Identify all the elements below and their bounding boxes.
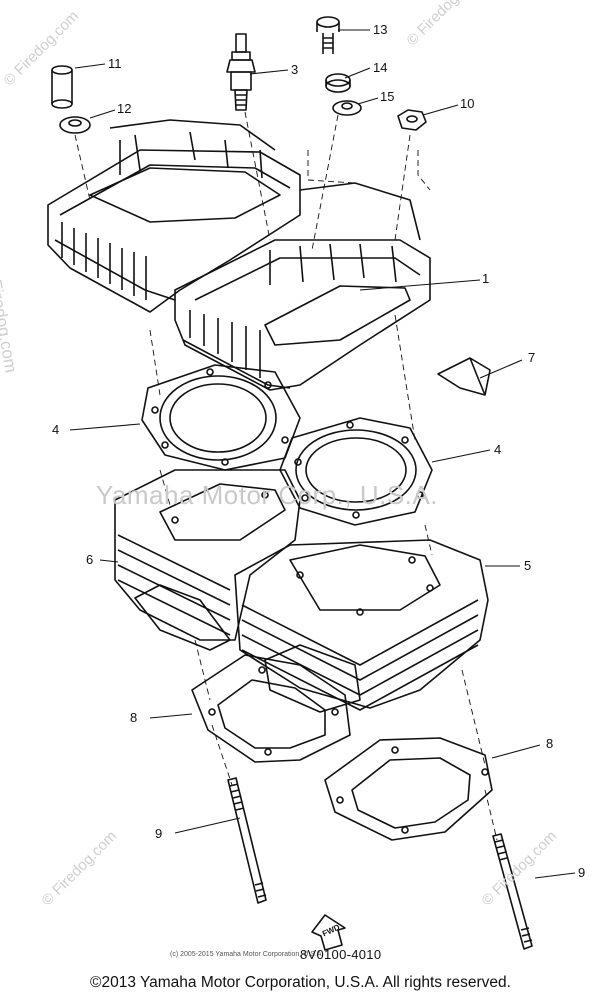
washer-12 — [59, 116, 91, 134]
nut-10 — [397, 109, 427, 131]
cylinder-head-right — [174, 182, 431, 391]
callout-4-left: 4 — [52, 422, 60, 437]
cylinder-head-left — [47, 119, 301, 313]
callout-3: 3 — [291, 62, 299, 77]
callout-9-left: 9 — [155, 826, 163, 841]
cylinder-right — [234, 539, 489, 713]
washer-14 — [325, 73, 351, 93]
diagram-code: 8V0100-4010 — [300, 947, 382, 962]
base-gasket-right — [324, 737, 493, 841]
callout-12: 12 — [117, 101, 132, 116]
head-gasket-right — [279, 417, 433, 526]
leader-lines — [69, 29, 576, 879]
footer-copyright: ©2013 Yamaha Motor Corporation, U.S.A. A… — [90, 974, 511, 991]
spacer-11 — [51, 65, 73, 109]
forward-arrow-icon — [311, 914, 346, 951]
callout-10: 10 — [460, 96, 475, 111]
washer-15 — [332, 100, 362, 116]
callout-13: 13 — [373, 22, 388, 37]
stud-9-left — [227, 777, 267, 904]
spark-plug — [226, 33, 256, 111]
callout-8-right: 8 — [546, 736, 554, 751]
diagram-watermark: Yamaha Motor Corp., U.S.A. — [96, 480, 438, 510]
base-gasket-left — [191, 654, 351, 763]
bracket-7 — [437, 357, 491, 396]
callout-14: 14 — [373, 60, 388, 75]
callout-8-left: 8 — [130, 710, 138, 725]
callout-11: 11 — [108, 56, 122, 71]
callout-7: 7 — [528, 350, 536, 365]
callout-6: 6 — [86, 552, 94, 567]
callout-5: 5 — [524, 558, 532, 573]
small-copyright: (c) 2005-2015 Yamaha Motor Corporation, … — [170, 951, 324, 958]
bolt-13 — [316, 16, 340, 54]
cylinder-left — [114, 469, 301, 651]
callout-4-right: 4 — [494, 442, 502, 457]
callout-1: 1 — [482, 271, 490, 286]
callout-15: 15 — [380, 89, 395, 104]
callout-9-right: 9 — [578, 865, 586, 880]
stud-9-right — [492, 833, 533, 950]
head-gasket-left — [141, 364, 301, 471]
